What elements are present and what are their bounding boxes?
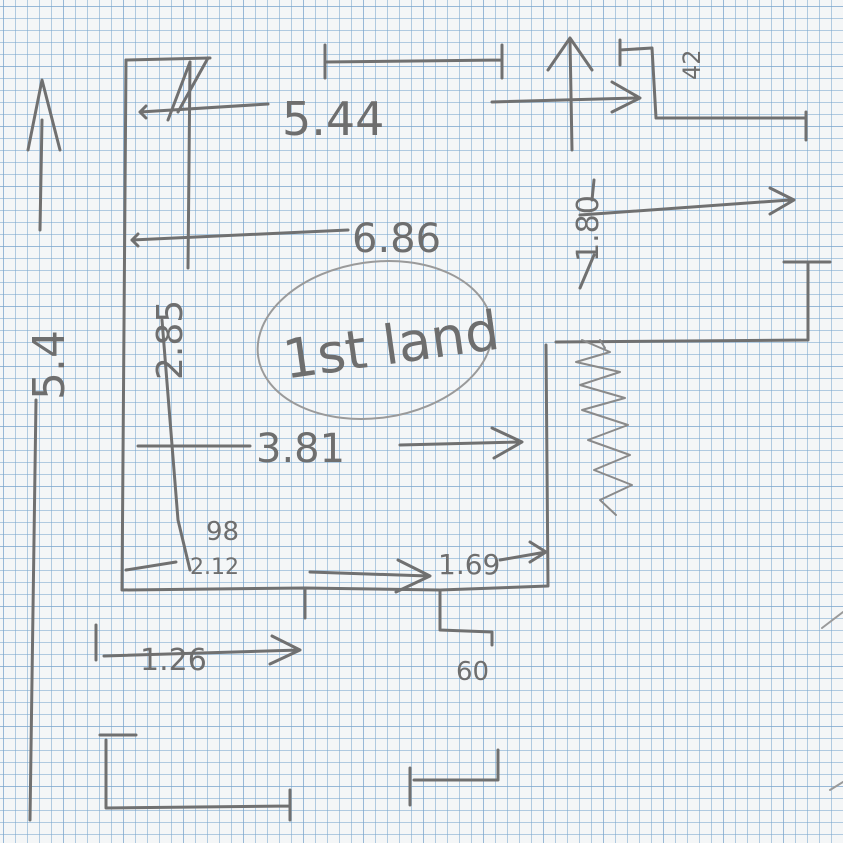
step-depth-label: 60 bbox=[456, 657, 489, 687]
lower-left-bracket bbox=[98, 733, 292, 822]
left-height-arrow bbox=[26, 78, 62, 232]
scribble-hatching bbox=[575, 339, 633, 516]
right-vertical-dimension bbox=[578, 178, 596, 290]
top-arrow bbox=[490, 80, 642, 114]
right-height-label: 1.80 bbox=[571, 195, 606, 262]
right-top-label: 42 bbox=[678, 49, 706, 80]
upward-arrow bbox=[546, 36, 594, 152]
right-bracket bbox=[554, 260, 832, 344]
bottom-left-label: 1.26 bbox=[140, 643, 207, 678]
room-label: 1st land bbox=[279, 299, 503, 392]
top-dimension-bracket bbox=[323, 43, 504, 80]
bottom-left-bracket bbox=[94, 586, 307, 666]
island-outline bbox=[256, 260, 494, 420]
inner-height-label: 2.85 bbox=[150, 300, 191, 380]
top-length-label: 5.44 bbox=[282, 92, 384, 146]
bottom-step-arrow bbox=[308, 558, 432, 594]
wall-arrow bbox=[130, 228, 350, 248]
bottom-inner-arrow bbox=[124, 540, 548, 572]
edge-mark-right bbox=[821, 611, 843, 791]
left-height-label: 5.4 bbox=[24, 330, 75, 400]
inner-lower-wall bbox=[160, 318, 192, 572]
wall-length-label: 6.86 bbox=[352, 216, 441, 262]
right-step-outline bbox=[618, 38, 808, 142]
step-outline bbox=[438, 588, 494, 647]
small-offset-label: 98 bbox=[206, 517, 239, 547]
inner-vertical-wall bbox=[186, 60, 192, 270]
bottom-inner-label: 2.12 bbox=[190, 555, 239, 580]
left-height-line bbox=[28, 398, 38, 822]
lower-right-bracket bbox=[408, 748, 500, 807]
outline-top-wall bbox=[124, 56, 212, 62]
right-middle-arrow bbox=[578, 186, 796, 217]
top-left-arrow bbox=[138, 102, 270, 120]
middle-width-arrow bbox=[136, 426, 524, 460]
middle-width-label: 3.81 bbox=[256, 426, 345, 472]
bottom-step-label: 1.69 bbox=[438, 548, 500, 581]
outline-left-wall bbox=[120, 58, 550, 592]
